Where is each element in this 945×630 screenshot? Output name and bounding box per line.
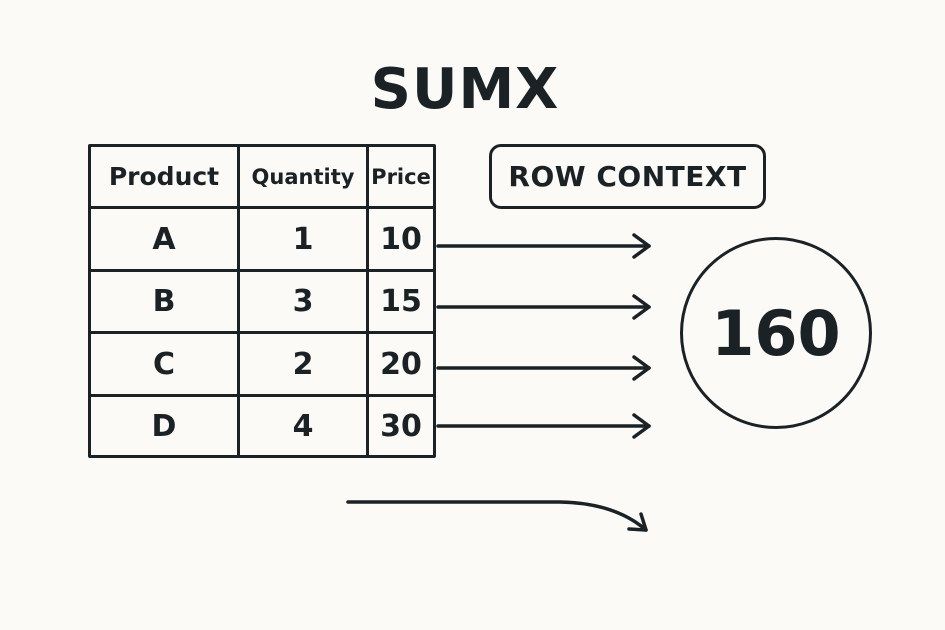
table-header-quantity: Quantity (251, 164, 355, 189)
diagram-title: SUMX (370, 57, 560, 122)
table-cell-product: C (152, 346, 176, 382)
table-cell-product: A (152, 221, 176, 257)
table-cell-quantity: 4 (292, 408, 314, 444)
product-table: Product Quantity Price A 1 10 B 3 15 C 2… (88, 144, 436, 458)
table-cell-price: 10 (380, 221, 422, 257)
table-cell-product: B (152, 284, 176, 319)
row-arrow-d (436, 413, 651, 439)
table-divider (91, 206, 433, 209)
table-divider (237, 147, 240, 455)
row-arrow-b (436, 294, 651, 320)
row-arrow-c (436, 355, 651, 381)
row-arrow-a (436, 233, 651, 259)
table-header-price: Price (371, 164, 431, 189)
table-divider (91, 394, 433, 397)
table-cell-product: D (151, 408, 177, 444)
table-divider (91, 269, 433, 272)
table-cell-quantity: 2 (292, 346, 314, 382)
result-circle: 160 (680, 237, 872, 429)
table-cell-quantity: 1 (292, 221, 314, 257)
curved-iteration-arrow (346, 500, 648, 532)
table-cell-price: 15 (380, 284, 422, 319)
row-context-label: ROW CONTEXT (489, 144, 766, 209)
table-cell-price: 20 (380, 346, 422, 382)
table-divider (366, 147, 369, 455)
table-cell-quantity: 3 (292, 284, 314, 319)
table-cell-price: 30 (380, 408, 422, 444)
table-header-product: Product (108, 162, 220, 191)
result-value: 160 (711, 296, 841, 370)
table-divider (91, 331, 433, 334)
